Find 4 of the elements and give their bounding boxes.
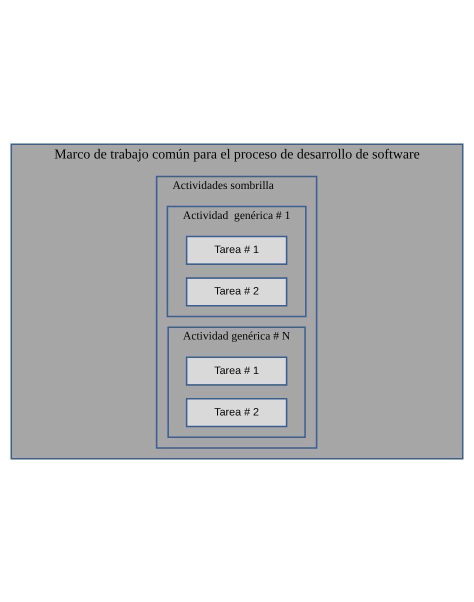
node-box: Tarea # 1 — [186, 356, 288, 386]
node-box: Tarea # 2 — [186, 276, 288, 306]
node-box: Tarea # 1 — [186, 235, 288, 264]
node-box: Tarea # 2 — [186, 398, 288, 427]
